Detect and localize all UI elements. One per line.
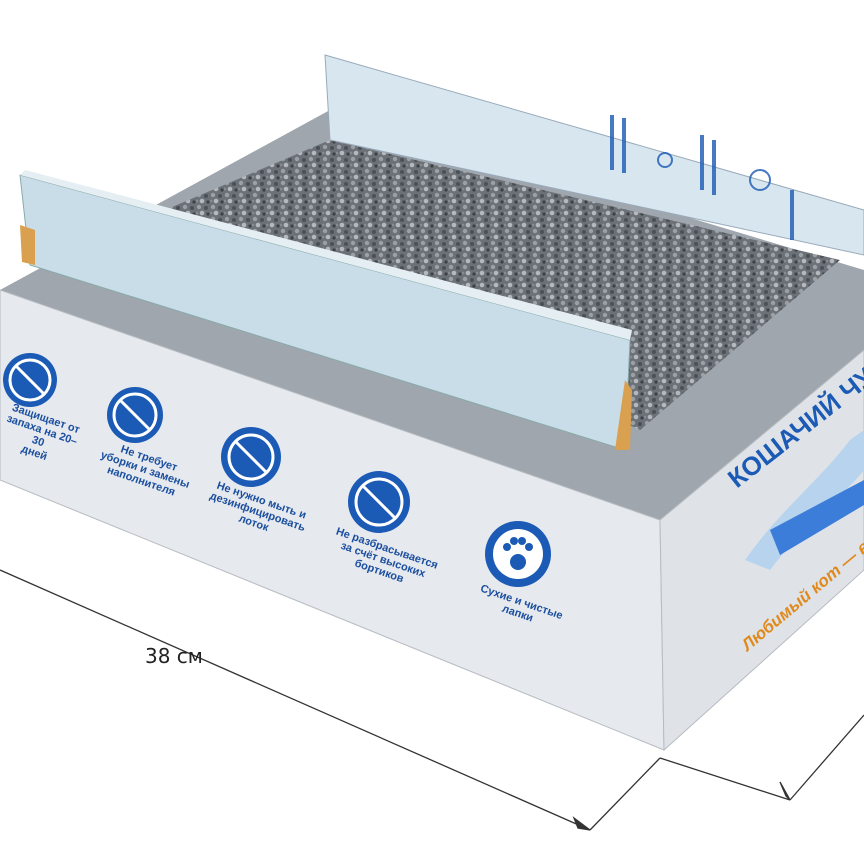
feature-icon-3	[221, 427, 281, 487]
back-flap-print	[610, 115, 794, 240]
front-flap-top	[20, 170, 632, 340]
back-flap	[324, 54, 864, 256]
dimension-label: 38 см	[145, 644, 203, 668]
feature-icon-5	[485, 521, 551, 587]
cardboard-edge-left	[20, 225, 35, 265]
cardboard-edge-right	[615, 380, 632, 450]
gravel-filling	[165, 140, 840, 430]
feature-icon-4	[348, 471, 410, 533]
ribbon-graphic	[770, 480, 864, 555]
feature-icon-2	[107, 387, 163, 443]
dimension-lines	[0, 569, 864, 831]
feature-icon-1	[3, 353, 57, 407]
